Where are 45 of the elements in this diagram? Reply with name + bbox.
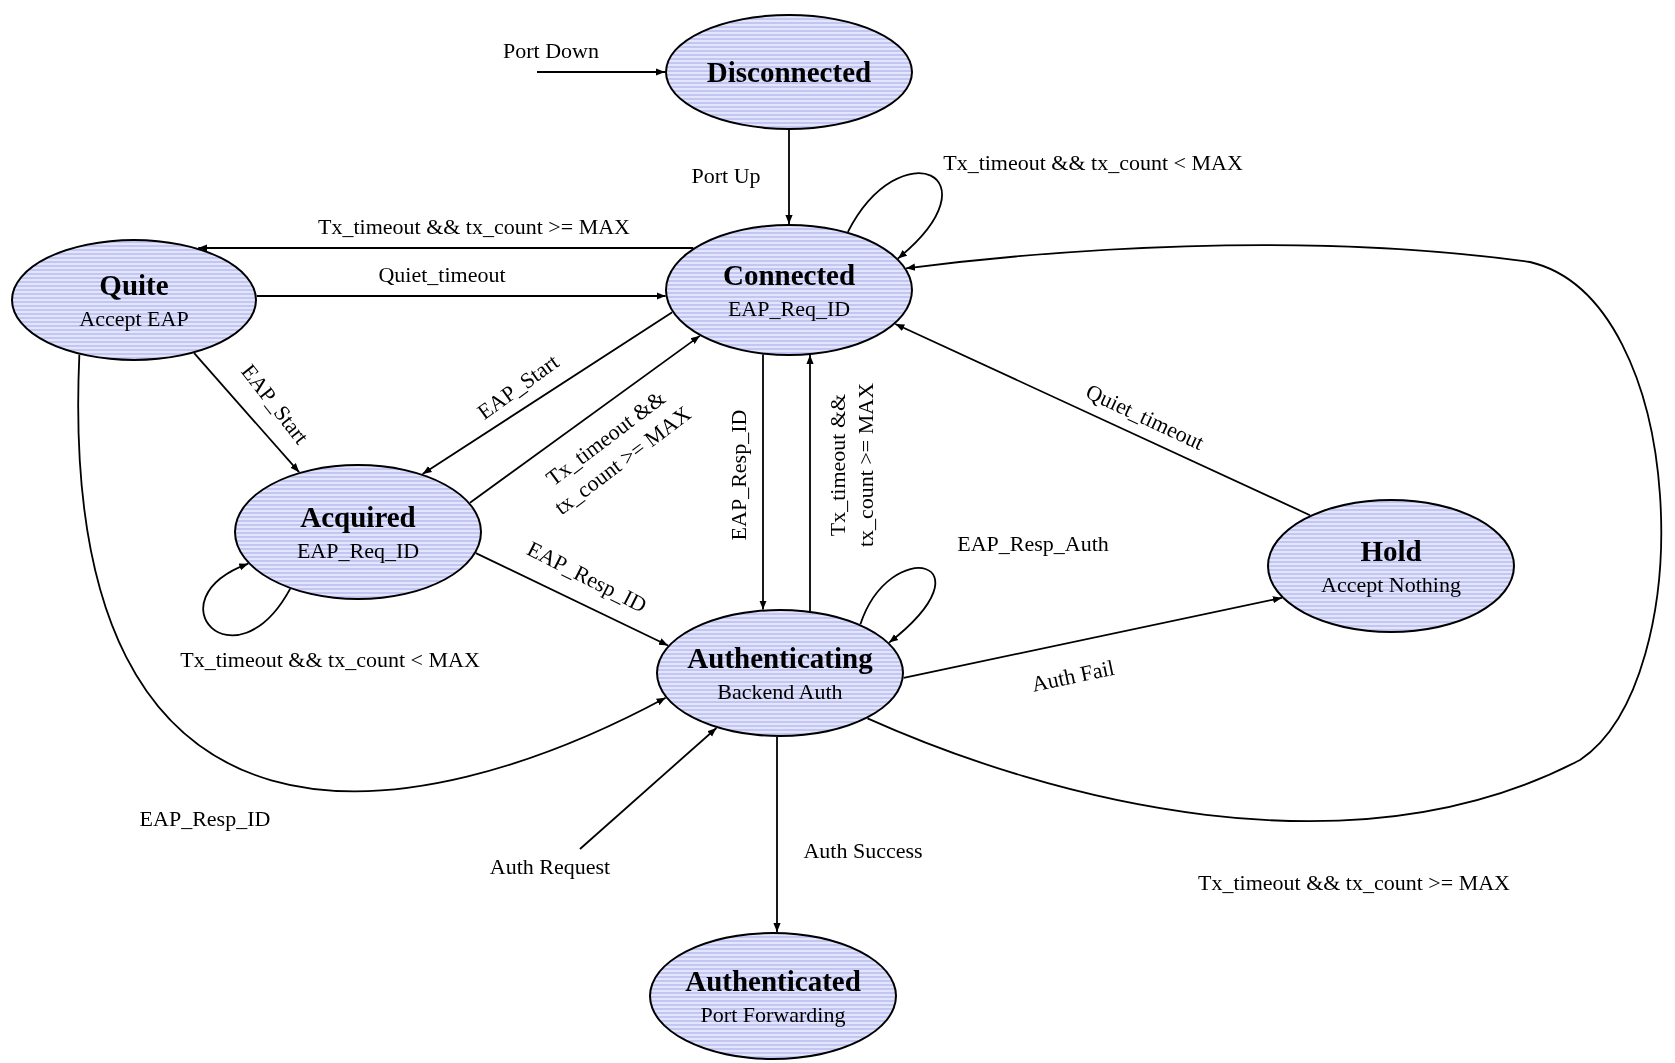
- state-name: Disconnected: [706, 57, 872, 87]
- state-action: Port Forwarding: [700, 1003, 846, 1026]
- edge-label: EAP_Resp_Auth: [957, 530, 1109, 558]
- arrow: [785, 129, 793, 225]
- edge-label: Auth Success: [803, 837, 923, 865]
- arrow: [469, 334, 701, 504]
- edge-label: EAP_Resp_ID: [139, 805, 271, 833]
- arrow: [773, 736, 781, 933]
- arrow: [421, 311, 674, 475]
- arrow: [902, 596, 1283, 679]
- arrow: [806, 354, 814, 612]
- state-action: Accept EAP: [79, 307, 189, 330]
- state-action: Accept Nothing: [1321, 573, 1461, 596]
- arrow: [474, 552, 669, 647]
- arrow: [197, 244, 695, 252]
- arrow: [193, 352, 300, 474]
- arrow: [536, 68, 666, 76]
- edge-label: Auth Request: [489, 853, 611, 881]
- state-action: EAP_Req_ID: [727, 297, 851, 320]
- self-loop-arrow: [202, 562, 292, 637]
- edge-label: Tx_timeout && tx_count >= MAX: [1198, 869, 1510, 897]
- state-name: Quite: [99, 270, 169, 300]
- state-name: Connected: [722, 260, 856, 290]
- state-action: EAP_Req_ID: [296, 539, 420, 562]
- edge-label: Tx_timeout && tx_count >= MAX: [823, 381, 878, 550]
- arrow: [255, 292, 667, 300]
- edge-label: Tx_timeout && tx_count >= MAX: [318, 213, 630, 241]
- state-action: Backend Auth: [717, 680, 843, 703]
- edge-label: Tx_timeout && tx_count < MAX: [180, 646, 480, 674]
- self-loop-arrow: [847, 172, 943, 260]
- arrow: [866, 244, 1662, 822]
- edge-label: Port Up: [691, 162, 761, 190]
- state-name: Authenticated: [685, 966, 861, 996]
- edge-label: Port Down: [503, 37, 599, 65]
- edge-label: Auth Fail: [1029, 653, 1117, 699]
- arrow: [894, 323, 1311, 517]
- arrow: [759, 353, 767, 611]
- self-loop-arrow: [859, 567, 937, 644]
- state-name: Hold: [1360, 536, 1422, 566]
- state-name: Acquired: [300, 502, 416, 532]
- edge-label: EAP_Resp_ID: [725, 409, 753, 541]
- edge-label: Tx_timeout && tx_count < MAX: [943, 149, 1243, 177]
- edge-label: Quiet_timeout: [378, 261, 506, 289]
- state-name: Authenticating: [687, 643, 873, 673]
- arrow: [579, 727, 718, 850]
